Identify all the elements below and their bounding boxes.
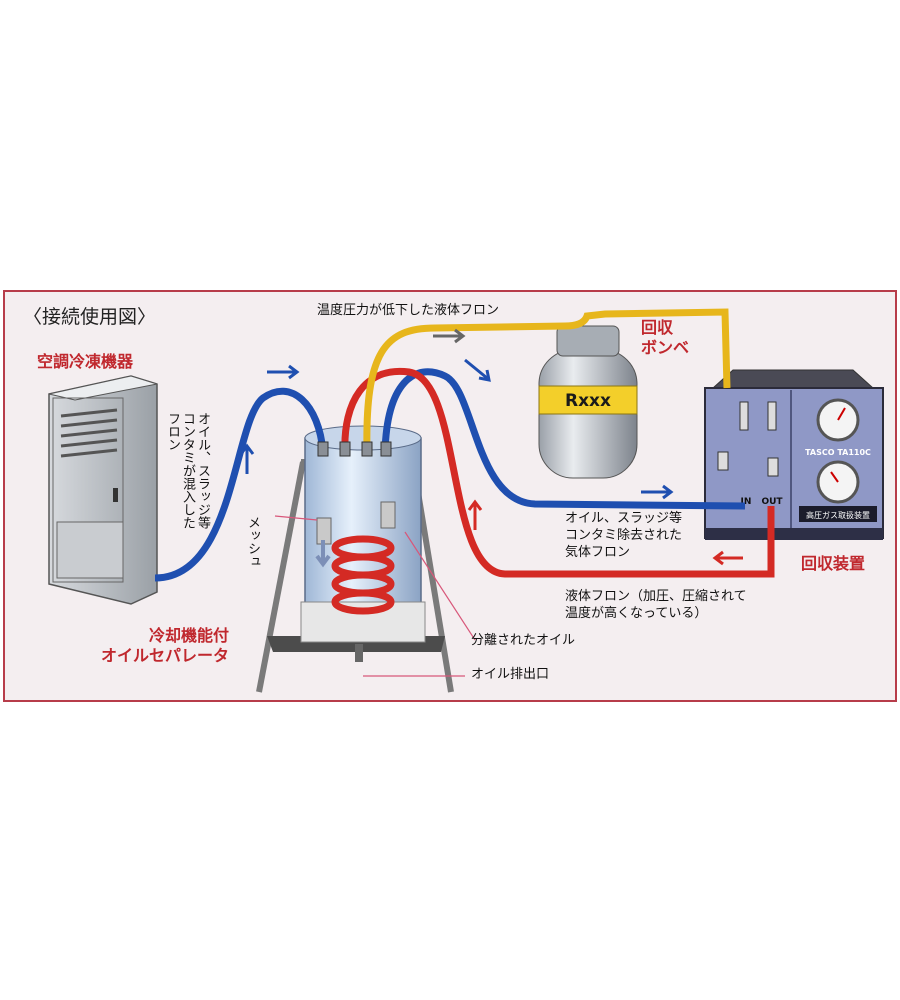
leader-lines	[274, 515, 476, 677]
diagram-canvas: Rxxx TASCO TA110C IN OUT 高圧ガス取扱装置	[48, 308, 884, 693]
mesh-label: メッシュ	[245, 516, 260, 568]
yellow-line-separator-to-cylinder	[363, 308, 731, 453]
diagram-frame: Rxxx TASCO TA110C IN OUT 高圧ガス取扱装置	[3, 290, 897, 702]
blue-line-separator-to-unit	[381, 368, 746, 510]
liquid-freon-low-label: 温度圧力が低下した液体フロン	[317, 303, 500, 318]
unit-plate-label: 高圧ガス取扱装置	[806, 510, 870, 520]
aircon-unit-graphic	[48, 375, 158, 605]
separated-oil-label: 分離されたオイル	[471, 633, 576, 648]
recovery-cylinder-graphic: Rxxx	[538, 325, 638, 479]
flow-arrows	[239, 328, 743, 568]
cylinder-marking: Rxxx	[565, 391, 611, 411]
contaminated-freon-label: オイル、スラッジ等 コンタミが混入した フロン	[165, 412, 210, 529]
unit-brand-label: TASCO TA110C	[805, 448, 871, 457]
oil-drain-label: オイル排出口	[471, 667, 550, 682]
separator-label: 冷却機能付 オイルセパレータ	[101, 626, 230, 665]
port-in-label: IN	[741, 497, 752, 507]
separator-graphic	[300, 425, 426, 662]
clean-gas-freon-label: オイル、スラッジ等 コンタミ除去された 気体フロン	[565, 511, 683, 560]
recovery-cylinder-label: 回収 ボンベ	[641, 318, 690, 357]
recovery-unit-label: 回収装置	[801, 554, 866, 573]
recovery-unit-graphic: TASCO TA110C IN OUT 高圧ガス取扱装置	[704, 369, 884, 540]
aircon-label: 空調冷凍機器	[37, 352, 134, 371]
red-line-unit-to-separator	[341, 367, 775, 578]
cooling-coil	[331, 535, 395, 615]
diagram-title: 〈接続使用図〉	[23, 306, 157, 328]
port-out-label: OUT	[761, 497, 783, 507]
hot-liquid-freon-label: 液体フロン（加圧、圧縮されて 温度が高くなっている）	[565, 589, 747, 621]
blue-line-ac-to-separator	[154, 387, 327, 582]
